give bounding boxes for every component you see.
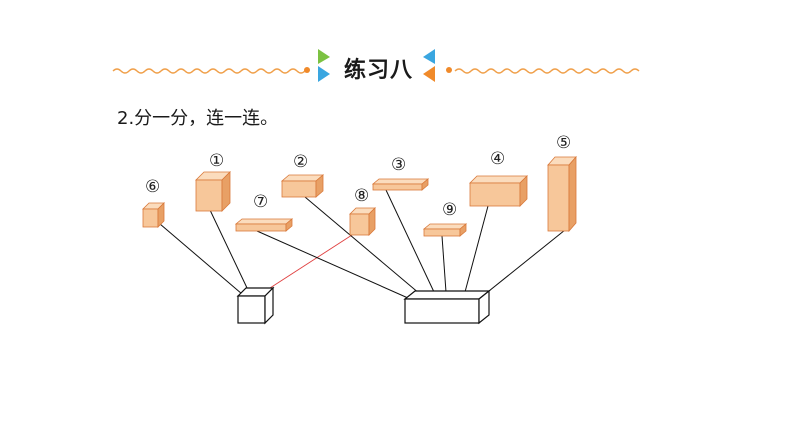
connection-line-9	[441, 235, 447, 293]
shape-2-cuboid[interactable]	[280, 174, 325, 198]
connection-lines	[159, 189, 566, 299]
triangle-right-top-icon	[423, 49, 435, 64]
connection-line-7	[256, 230, 409, 299]
connection-line-5	[483, 229, 566, 296]
shape-2-label: ②	[293, 152, 308, 172]
shape-6-cube[interactable]	[142, 202, 165, 228]
connection-line-3	[385, 189, 435, 293]
connection-line-1	[209, 209, 249, 291]
wavy-line-left	[112, 68, 306, 74]
shape-3-cuboid[interactable]	[371, 178, 430, 191]
shape-5-cuboid[interactable]	[547, 155, 577, 233]
page-title: 练习八	[344, 58, 414, 83]
shape-5-label: ⑤	[556, 133, 571, 153]
shape-6-label: ⑥	[145, 177, 160, 197]
shape-8-label: ⑧	[354, 186, 369, 206]
connection-line-6	[159, 223, 243, 295]
wavy-line-left-dot	[304, 67, 310, 73]
connection-line-2	[304, 196, 421, 295]
shape-1-cube[interactable]	[195, 171, 231, 212]
question-text: 2.分一分，连一连。	[117, 108, 279, 129]
shape-8-cube[interactable]	[349, 207, 376, 236]
connection-line-8	[269, 234, 353, 289]
shape-9-label: ⑨	[442, 200, 457, 220]
shape-1-label: ①	[209, 151, 224, 171]
wavy-line-right	[454, 68, 640, 74]
header-decoration	[112, 49, 640, 82]
shape-7-cuboid[interactable]	[234, 218, 294, 232]
wavy-line-right-dot	[446, 67, 452, 73]
cube-target[interactable]	[236, 286, 275, 325]
shape-4-cuboid[interactable]	[469, 175, 528, 207]
shape-9-cuboid[interactable]	[422, 223, 468, 237]
triangle-left-bottom-icon	[318, 66, 330, 82]
triangle-right-bottom-icon	[423, 66, 435, 82]
header	[0, 0, 794, 110]
cuboid-target[interactable]	[403, 289, 491, 325]
triangle-left-top-icon	[318, 49, 330, 64]
shape-3-label: ③	[391, 155, 406, 175]
shape-7-label: ⑦	[253, 192, 268, 212]
connection-line-4	[464, 205, 489, 293]
shape-4-label: ④	[490, 149, 505, 169]
